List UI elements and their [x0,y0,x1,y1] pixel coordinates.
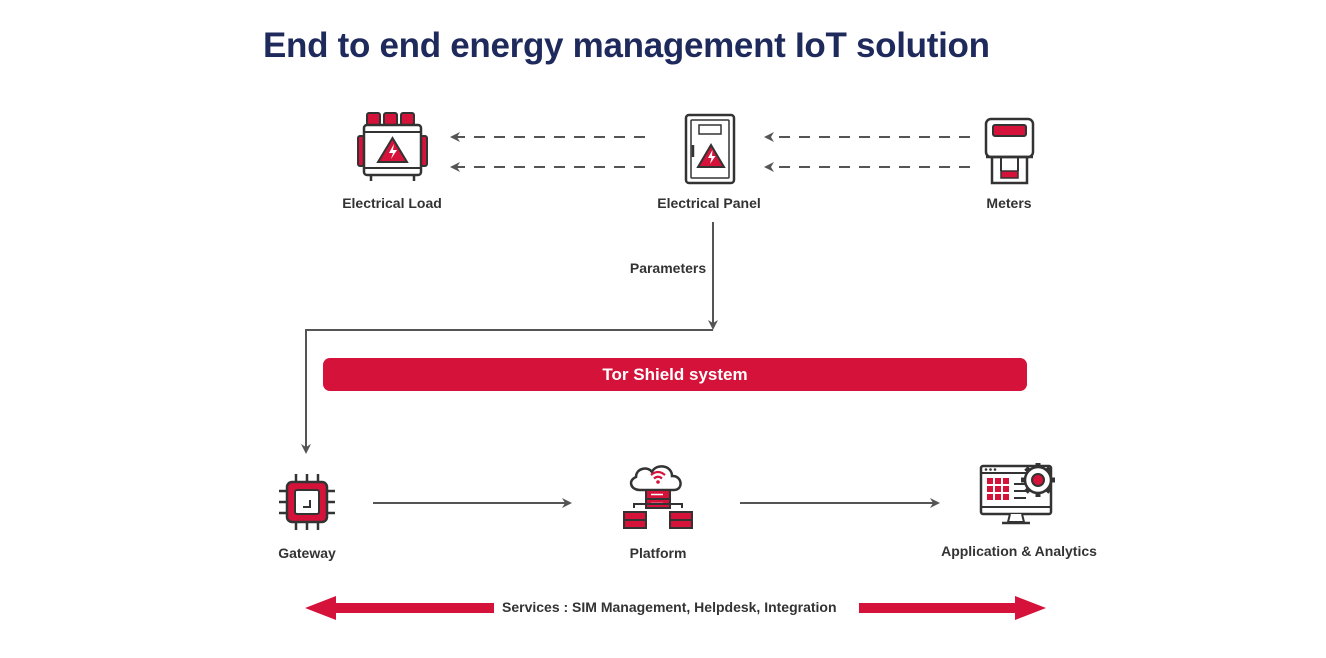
services-arrow-left [305,596,494,620]
parameters-label: Parameters [629,260,707,276]
electrical-panel-label: Electrical Panel [657,195,761,211]
panel-to-gateway-connector [301,329,713,454]
meter-icon [984,117,1035,185]
application-analytics-label: Application & Analytics [941,543,1097,559]
meters-label: Meters [986,195,1032,211]
electrical-load-icon [357,112,428,181]
analytics-monitor-gear-icon [979,463,1055,525]
gateway-chip-icon [279,474,335,530]
platform-label: Platform [629,545,687,561]
page-title: End to end energy management IoT solutio… [263,26,990,65]
services-arrow-right [859,596,1046,620]
electrical-panel-icon [684,113,736,185]
electrical-load-label: Electrical Load [342,195,442,211]
services-label: Services : SIM Management, Helpdesk, Int… [498,599,841,615]
platform-cloud-server-icon [623,465,693,529]
gateway-label: Gateway [278,545,336,561]
tor-shield-banner: Tor Shield system [323,358,1027,391]
